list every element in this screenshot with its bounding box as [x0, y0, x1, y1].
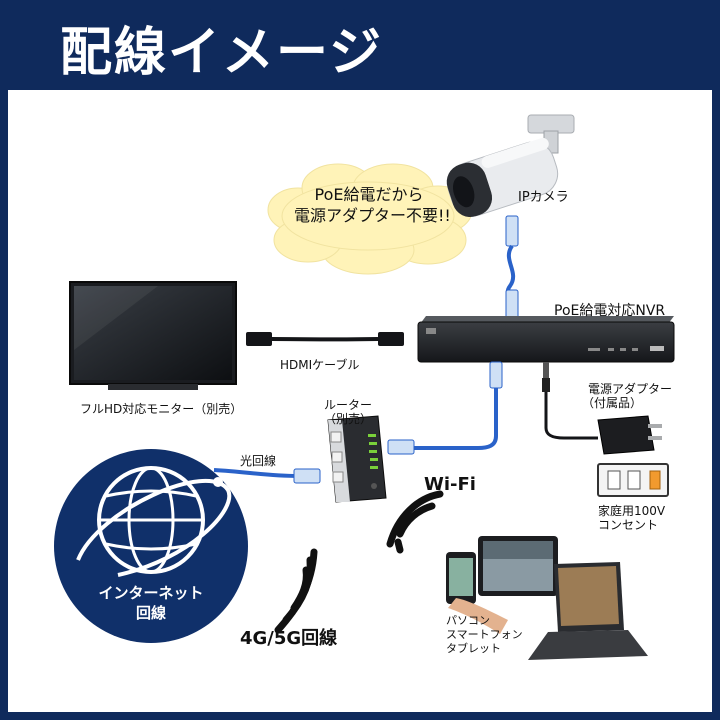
hdmi-cable-label: HDMIケーブル [280, 358, 360, 372]
signal-icon [274, 548, 318, 634]
device-label-line1: パソコン [446, 614, 490, 627]
outlet-label-line1: 家庭用100V [598, 504, 666, 518]
mobile-line-label: 4G/5G回線 [240, 628, 338, 649]
header-bar: 配線イメージ [0, 0, 720, 90]
nvr-label: PoE給電対応NVR [554, 303, 666, 319]
optical-cable [213, 468, 321, 484]
internet-label-line1: インターネット [98, 584, 204, 602]
monitor-icon [69, 281, 237, 390]
ip-camera-label: IPカメラ [518, 190, 569, 205]
wifi-icon [386, 490, 444, 554]
router-label-line2: （別売） [323, 412, 372, 426]
internet-label-line2: 回線 [135, 604, 166, 622]
diagram-panel: PoE給電だから 電源アダプター不要!! IPカメラ PoE給電対応NVR HD… [8, 90, 712, 712]
router-label-line1: ルーター [323, 398, 372, 412]
nvr-router-cable [387, 361, 503, 455]
router-icon [327, 415, 387, 503]
monitor-label: フルHD対応モニター（別売） [80, 402, 243, 416]
nvr-icon [417, 316, 675, 363]
page-title: 配線イメージ [60, 23, 383, 83]
bubble-line2: 電源アダプター不要!! [294, 206, 451, 225]
outlet-label-line2: コンセント [598, 518, 659, 532]
bubble-line1: PoE給電だから [314, 185, 424, 204]
globe-icon [54, 449, 248, 643]
outlet-icon [597, 463, 669, 497]
device-label-line3: タブレット [446, 642, 501, 655]
optical-line-label: 光回線 [240, 454, 277, 468]
hdmi-cable [246, 332, 404, 346]
power-cable [542, 362, 598, 440]
diagram-canvas [54, 114, 675, 660]
device-label-line2: スマートフォン [446, 628, 523, 641]
power-adapter-label-line1: 電源アダプター [588, 382, 673, 396]
power-adapter-icon [597, 415, 662, 455]
wifi-label: Wi-Fi [424, 474, 476, 495]
power-adapter-label-line2: （付属品） [582, 396, 643, 410]
camera-cable [505, 215, 519, 321]
devices-icon [446, 536, 648, 660]
ip-camera-icon [446, 114, 575, 218]
